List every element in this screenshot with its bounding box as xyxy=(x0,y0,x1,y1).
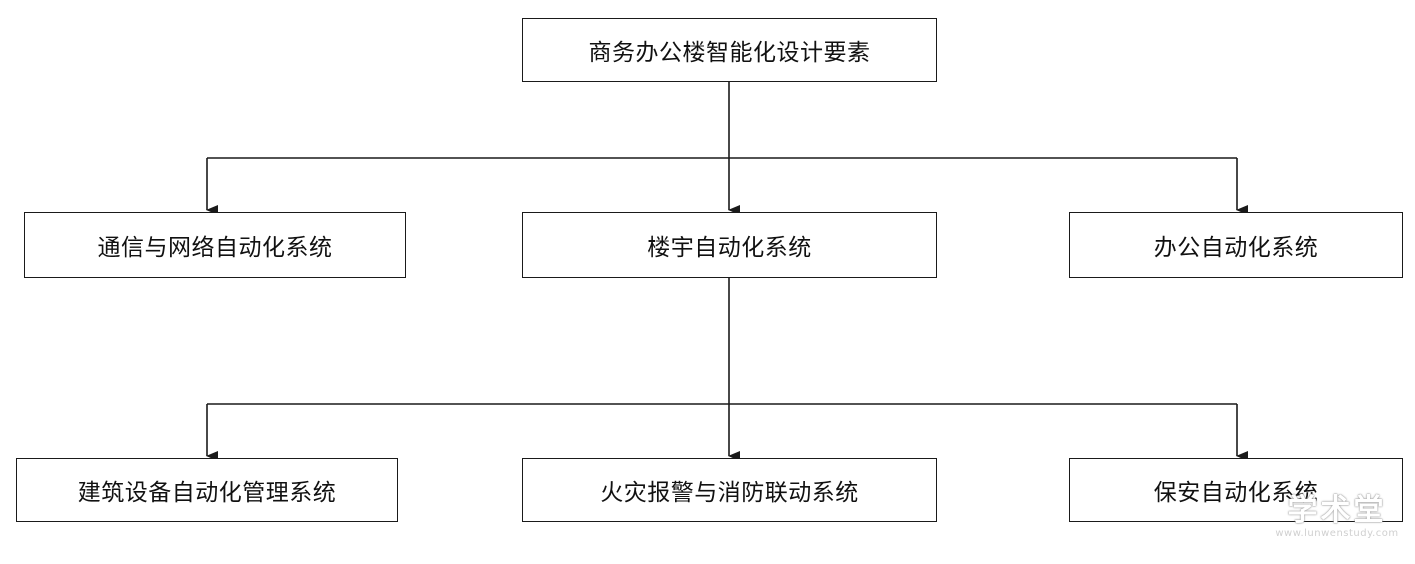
node-label: 楼宇自动化系统 xyxy=(647,235,812,261)
node-equipment-management: 建筑设备自动化管理系统 xyxy=(16,458,398,522)
root-node-label: 商务办公楼智能化设计要素 xyxy=(588,40,871,66)
node-label: 建筑设备自动化管理系统 xyxy=(77,480,337,506)
node-building-automation: 楼宇自动化系统 xyxy=(522,212,937,278)
node-office-automation: 办公自动化系统 xyxy=(1069,212,1403,278)
node-label: 通信与网络自动化系统 xyxy=(97,235,333,261)
root-node: 商务办公楼智能化设计要素 xyxy=(522,18,937,82)
node-label: 火灾报警与消防联动系统 xyxy=(600,480,859,506)
node-label: 保安自动化系统 xyxy=(1153,480,1319,506)
node-label: 办公自动化系统 xyxy=(1153,235,1319,261)
node-network-automation: 通信与网络自动化系统 xyxy=(24,212,406,278)
node-security-automation: 保安自动化系统 xyxy=(1069,458,1403,522)
node-fire-alarm: 火灾报警与消防联动系统 xyxy=(522,458,937,522)
